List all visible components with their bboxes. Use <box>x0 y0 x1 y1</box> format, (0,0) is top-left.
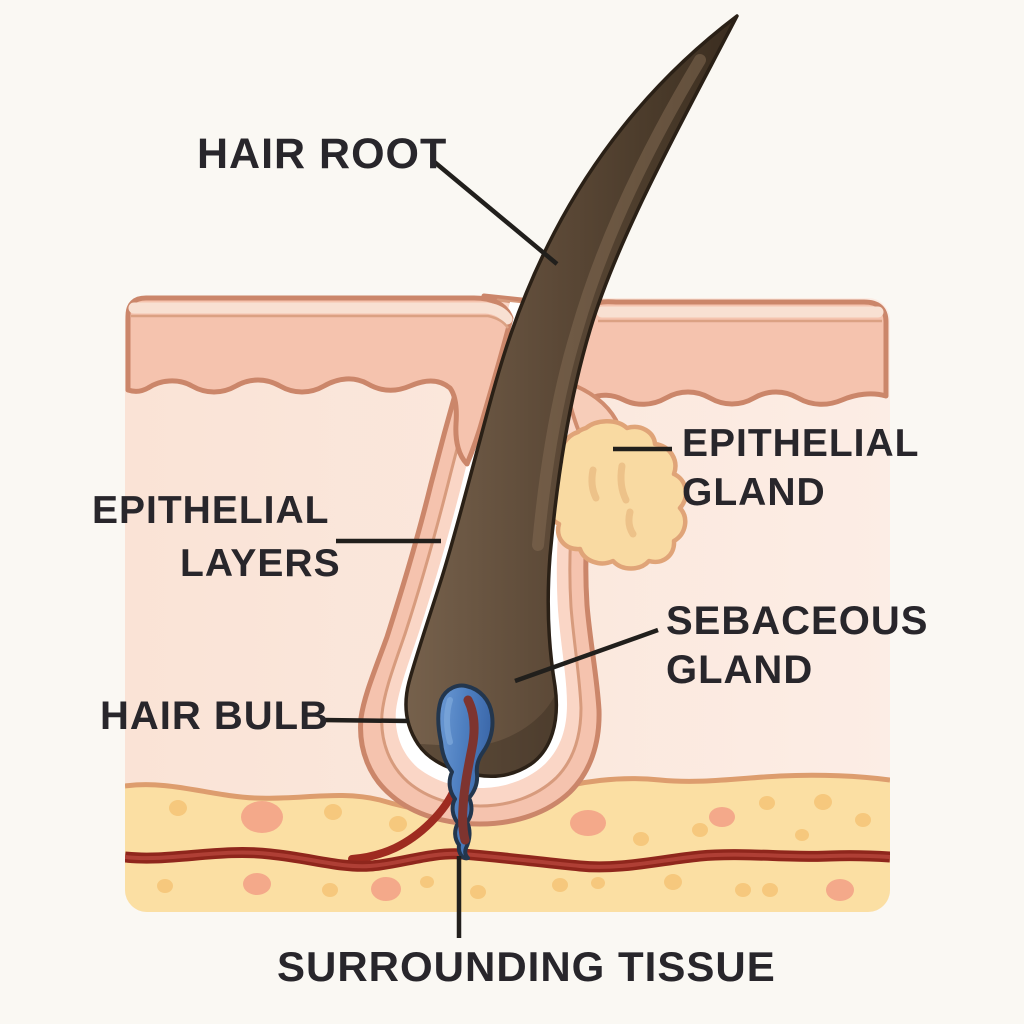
leader-sebaceous-gland <box>514 627 659 684</box>
fat-cells <box>157 794 871 901</box>
label-hair-bulb: HAIR BULB <box>100 694 329 738</box>
epidermis-left-highlight <box>128 302 513 325</box>
dermal-papilla <box>436 683 495 861</box>
label-epithelial-layers-line2: LAYERS <box>180 542 341 585</box>
blood-vessels <box>125 784 890 873</box>
papilla-highlight <box>444 697 453 745</box>
epidermis-left-strip-line <box>131 314 510 329</box>
subcutis-fill <box>125 775 890 912</box>
hair-shaft-highlight <box>532 54 706 551</box>
labels: HAIR ROOT EPITHELIAL LAYERS HAIR BULB EP… <box>92 130 928 990</box>
label-epithelial-layers-line1: EPITHELIAL <box>92 489 330 532</box>
papilla-vessel <box>458 695 479 845</box>
vessel-branch <box>348 784 459 863</box>
subcutaneous-layer <box>125 772 890 912</box>
leader-hair-root <box>430 158 559 266</box>
epidermis-left <box>125 295 514 467</box>
label-epithelial-gland-line2: GLAND <box>682 471 826 514</box>
leader-hair-bulb <box>321 717 410 724</box>
epidermis-right <box>565 299 889 407</box>
label-sebaceous-gland-line2: GLAND <box>666 648 813 692</box>
label-hair-root: HAIR ROOT <box>197 130 447 178</box>
leader-lines <box>321 158 672 938</box>
label-surrounding-tissue: SURROUNDING TISSUE <box>277 943 776 990</box>
gland-inner-marks <box>588 462 637 538</box>
label-epithelial-gland-line1: EPITHELIAL <box>682 422 920 465</box>
label-sebaceous-gland-line1: SEBACEOUS <box>666 599 928 643</box>
vessel-main-core <box>125 850 890 869</box>
